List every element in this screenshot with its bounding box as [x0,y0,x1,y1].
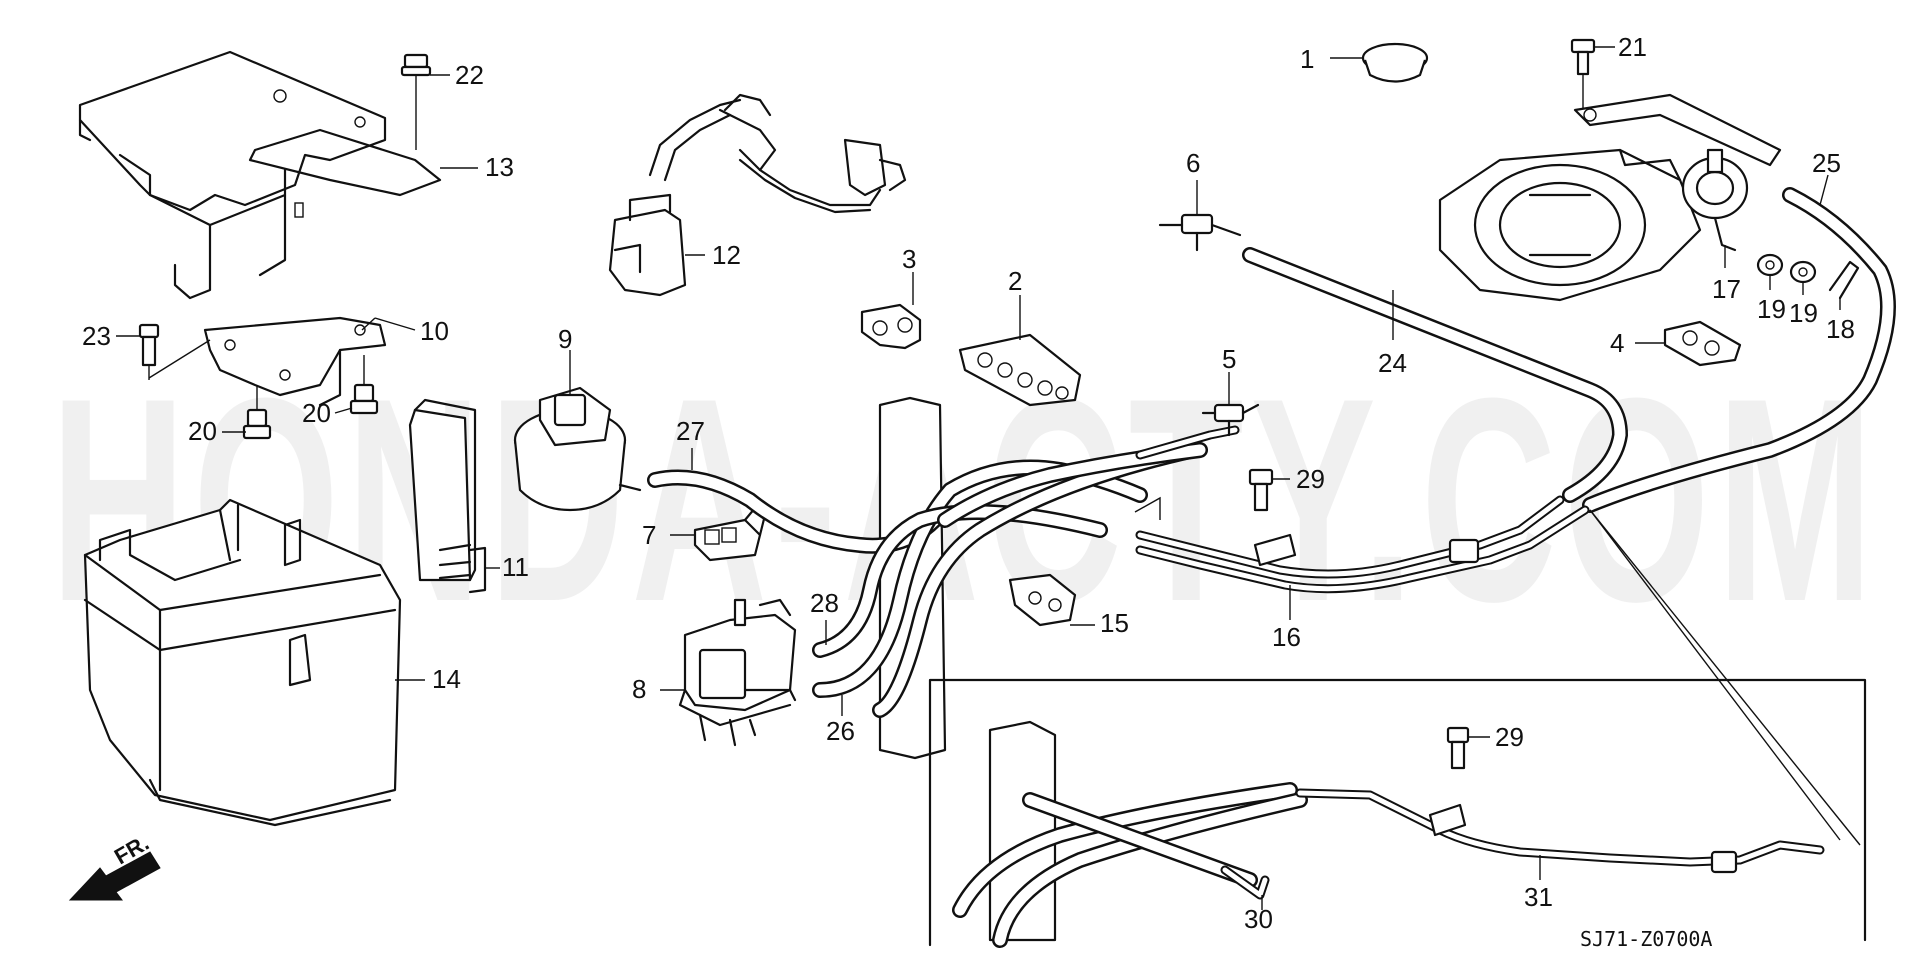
label-part-1: 1 [1300,44,1314,74]
part-6-tee [1158,180,1242,252]
part-7-connector [670,506,767,562]
part-14-battery-box [83,498,402,827]
label-part-15: 15 [1100,608,1129,638]
part-12-harness [608,93,907,297]
label-part-18: 18 [1826,314,1855,344]
label-part-21: 21 [1618,32,1647,62]
label-part-23: 23 [82,321,111,351]
inset-detail-panel [928,678,1867,948]
label-part-14: 14 [432,664,461,694]
part-16-pipe [1134,495,1590,620]
part-15-clamp [1008,573,1095,627]
label-part-24: 24 [1378,348,1407,378]
part-8-solenoid-valve [660,598,797,747]
leader-line-inset-b [1589,509,1841,841]
label-part-31: 31 [1524,882,1553,912]
part-25-hose [1582,174,1896,513]
front-arrow: FR. [68,830,161,901]
label-part-12: 12 [712,240,741,270]
label-part-19b: 19 [1789,298,1818,328]
label-part-8: 8 [632,674,646,704]
label-part-26: 26 [826,716,855,746]
label-part-30: 30 [1244,904,1273,934]
part-5-tee [1201,372,1260,437]
part-1-grommet [1330,42,1429,83]
label-part-9: 9 [558,324,572,354]
label-part-27: 27 [676,416,705,446]
part-21-screw [1570,38,1615,110]
label-part-28: 28 [810,588,839,618]
label-part-19a: 19 [1757,294,1786,324]
part-4-clamp [1635,320,1742,367]
label-part-20a: 20 [188,416,217,446]
label-part-4: 4 [1610,328,1624,358]
part-24-hose [1242,247,1628,503]
part-2-clamp-strip [958,295,1082,407]
part-19-washer-b [1789,260,1817,295]
throttle-body-assembly [1438,93,1782,302]
part-18-clip [1828,260,1860,310]
label-part-16: 16 [1272,622,1301,652]
label-part-25: 25 [1812,148,1841,178]
label-part-29b: 29 [1495,722,1524,752]
part-20-bolt-a [242,385,272,440]
part-3-clamp [860,272,922,350]
hose-assembly-center [647,396,1240,760]
label-part-5: 5 [1222,344,1236,374]
label-part-20b: 20 [302,398,331,428]
label-part-6: 6 [1186,148,1200,178]
label-part-17: 17 [1712,274,1741,304]
label-part-29a: 29 [1296,464,1325,494]
part-22-bolt [400,53,450,150]
leader-line-inset-a [1589,509,1861,846]
label-part-10: 10 [420,316,449,346]
part-13-bracket-cover [78,50,442,300]
part-19-washer-a [1756,253,1784,290]
label-part-7: 7 [642,520,656,550]
part-20-bolt-b [349,355,379,415]
part-29-bolt-a [1248,468,1290,512]
label-part-22: 22 [455,60,484,90]
label-part-11: 11 [502,552,529,582]
diagram-code: SJ71-Z0700A [1580,927,1712,951]
label-part-3: 3 [902,244,916,274]
part-10-bracket [203,316,416,407]
label-part-13: 13 [485,152,514,182]
part-23-bolt [138,323,211,380]
label-part-2: 2 [1008,266,1022,296]
part-9-sensor [513,350,642,512]
part-11-cover-plate [408,398,500,594]
